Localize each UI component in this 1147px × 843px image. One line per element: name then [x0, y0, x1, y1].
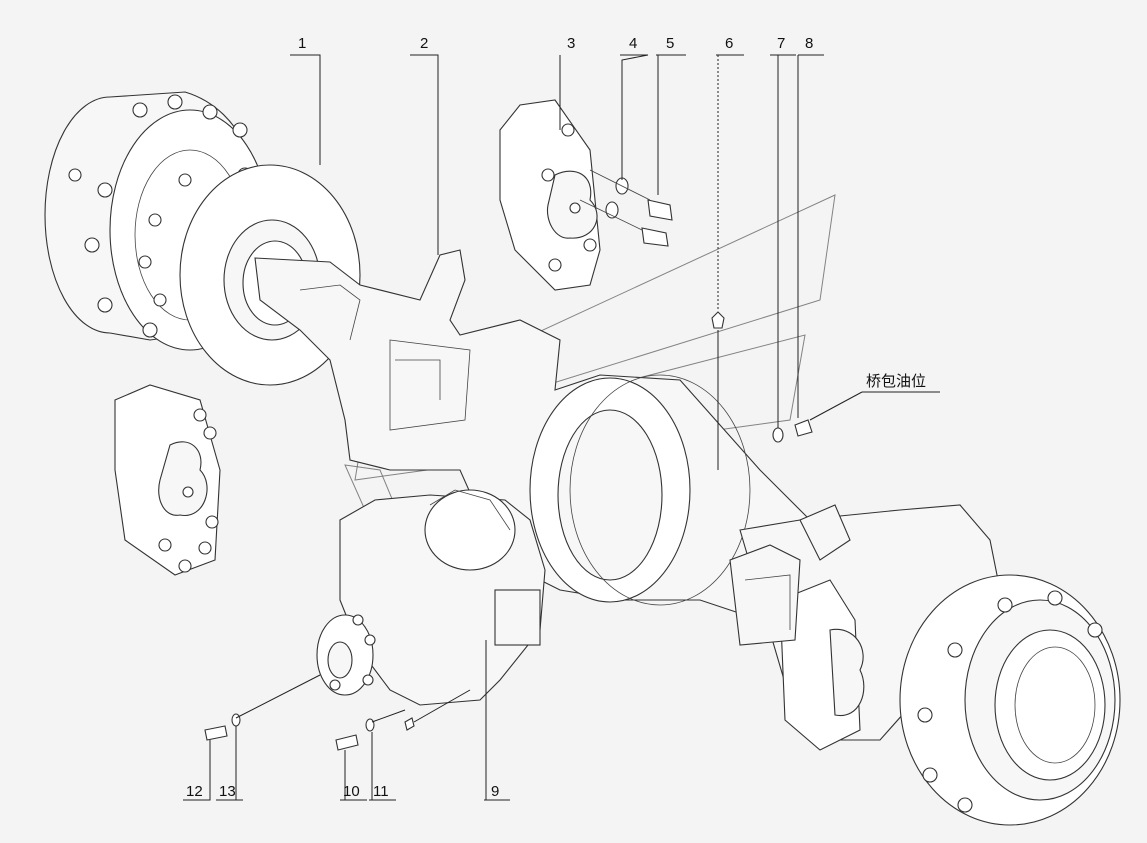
callout-5: 5: [666, 35, 674, 52]
caliper-washers: [605, 177, 629, 219]
left-brake-caliper: [114, 384, 221, 576]
oil-level-label: 桥包油位: [866, 372, 926, 390]
caliper-bolts: [579, 169, 673, 247]
brake-caliper-3: [499, 99, 601, 291]
washer-7: [772, 427, 784, 443]
right-wheel-hub: [899, 574, 1121, 826]
hub-bolts: [68, 94, 253, 338]
callout-12: 12: [186, 783, 203, 800]
bolt-12: [204, 725, 228, 741]
callout-labels: 1 2 3 4 5 6 7 8 9 10 11 12 13 桥包油位: [186, 35, 926, 800]
pin: [404, 717, 415, 731]
right-mount-bracket: [729, 544, 801, 646]
input-flange: [316, 614, 376, 696]
plug-8: [794, 419, 813, 437]
washer-11: [365, 718, 375, 732]
callout-13: 13: [219, 783, 236, 800]
differential-housing-flange: [529, 374, 751, 606]
callout-8: 8: [805, 35, 813, 52]
breather-6: [711, 311, 725, 329]
washer-13: [231, 713, 241, 727]
leader-lines: [183, 54, 940, 801]
callout-6: 6: [725, 35, 733, 52]
callout-4: 4: [629, 35, 637, 52]
callout-1: 1: [298, 35, 306, 52]
callout-3: 3: [567, 35, 575, 52]
callout-9: 9: [491, 783, 499, 800]
bolt-10: [335, 734, 359, 751]
callout-11: 11: [373, 783, 389, 800]
callout-10: 10: [343, 783, 360, 800]
callout-7: 7: [777, 35, 785, 52]
callout-2: 2: [420, 35, 428, 52]
differential-assembly: [339, 489, 546, 706]
right-brake-caliper: [779, 579, 865, 751]
